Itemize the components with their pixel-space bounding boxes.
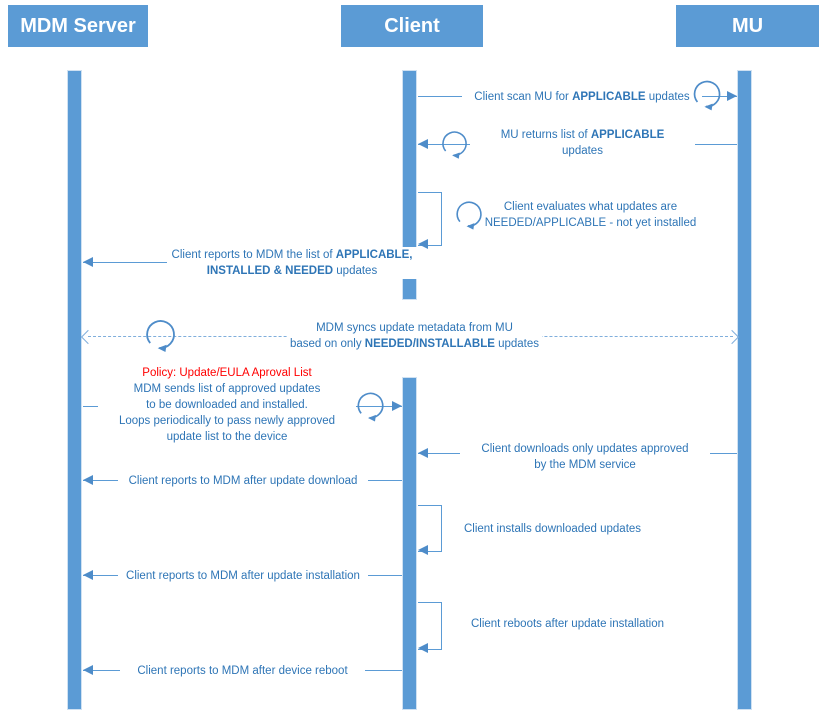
message-approved-label: MDM sends list of approved updates to be… <box>98 381 356 445</box>
loop-arrow-icon <box>442 131 467 160</box>
arrowhead-left-icon <box>83 570 93 580</box>
self-message-reboot-bracket <box>418 602 442 650</box>
lifeline-mdm <box>67 70 82 710</box>
message-report-reboot-label: Client reports to MDM after device reboo… <box>120 663 365 679</box>
arrowhead-left-icon <box>418 139 428 149</box>
message-report-download-label: Client reports to MDM after update downl… <box>118 473 368 489</box>
arrowhead-left-icon <box>418 643 428 653</box>
lifeline-client-lower <box>402 377 417 710</box>
arrowhead-right-icon <box>727 91 737 101</box>
open-arrowhead-left-icon <box>80 329 96 345</box>
actor-client: Client <box>341 5 483 47</box>
arrowhead-left-icon <box>83 257 93 267</box>
loop-arrow-icon <box>357 392 384 423</box>
message-report-list-label: Client reports to MDM the list of APPLIC… <box>167 247 417 279</box>
actor-mu: MU <box>676 5 819 47</box>
arrowhead-left-icon <box>83 475 93 485</box>
lifeline-mu <box>737 70 752 710</box>
message-sync-label: MDM syncs update metadata from MU based … <box>287 320 542 352</box>
actor-mdm-server: MDM Server <box>8 5 148 47</box>
loop-arrow-icon <box>456 201 482 231</box>
self-message-evaluate-bracket <box>418 192 442 246</box>
message-returns-label: MU returns list of APPLICABLE updates <box>470 127 695 159</box>
actor-mu-label: MU <box>731 14 764 37</box>
message-downloads-label: Client downloads only updates approved b… <box>460 441 710 473</box>
arrowhead-left-icon <box>418 545 428 555</box>
message-install-label: Client installs downloaded updates <box>450 521 655 537</box>
message-reboot-label: Client reboots after update installation <box>455 616 680 632</box>
message-scan-label: Client scan MU for APPLICABLE updates <box>462 89 702 105</box>
arrowhead-left-icon <box>83 665 93 675</box>
policy-note-label: Policy: Update/EULA Aproval List <box>142 367 312 379</box>
loop-arrow-icon <box>146 320 175 353</box>
arrowhead-right-icon <box>392 401 402 411</box>
loop-arrow-icon <box>693 80 721 112</box>
message-evaluate-label: Client evaluates what updates are NEEDED… <box>468 199 713 231</box>
actor-mdm-server-label: MDM Server <box>20 14 136 37</box>
arrowhead-left-icon <box>418 448 428 458</box>
arrowhead-left-icon <box>418 239 428 249</box>
actor-client-label: Client <box>384 14 440 37</box>
message-report-install-label: Client reports to MDM after update insta… <box>118 568 368 584</box>
lifeline-client-upper <box>402 70 417 300</box>
self-message-install-bracket <box>418 505 442 552</box>
